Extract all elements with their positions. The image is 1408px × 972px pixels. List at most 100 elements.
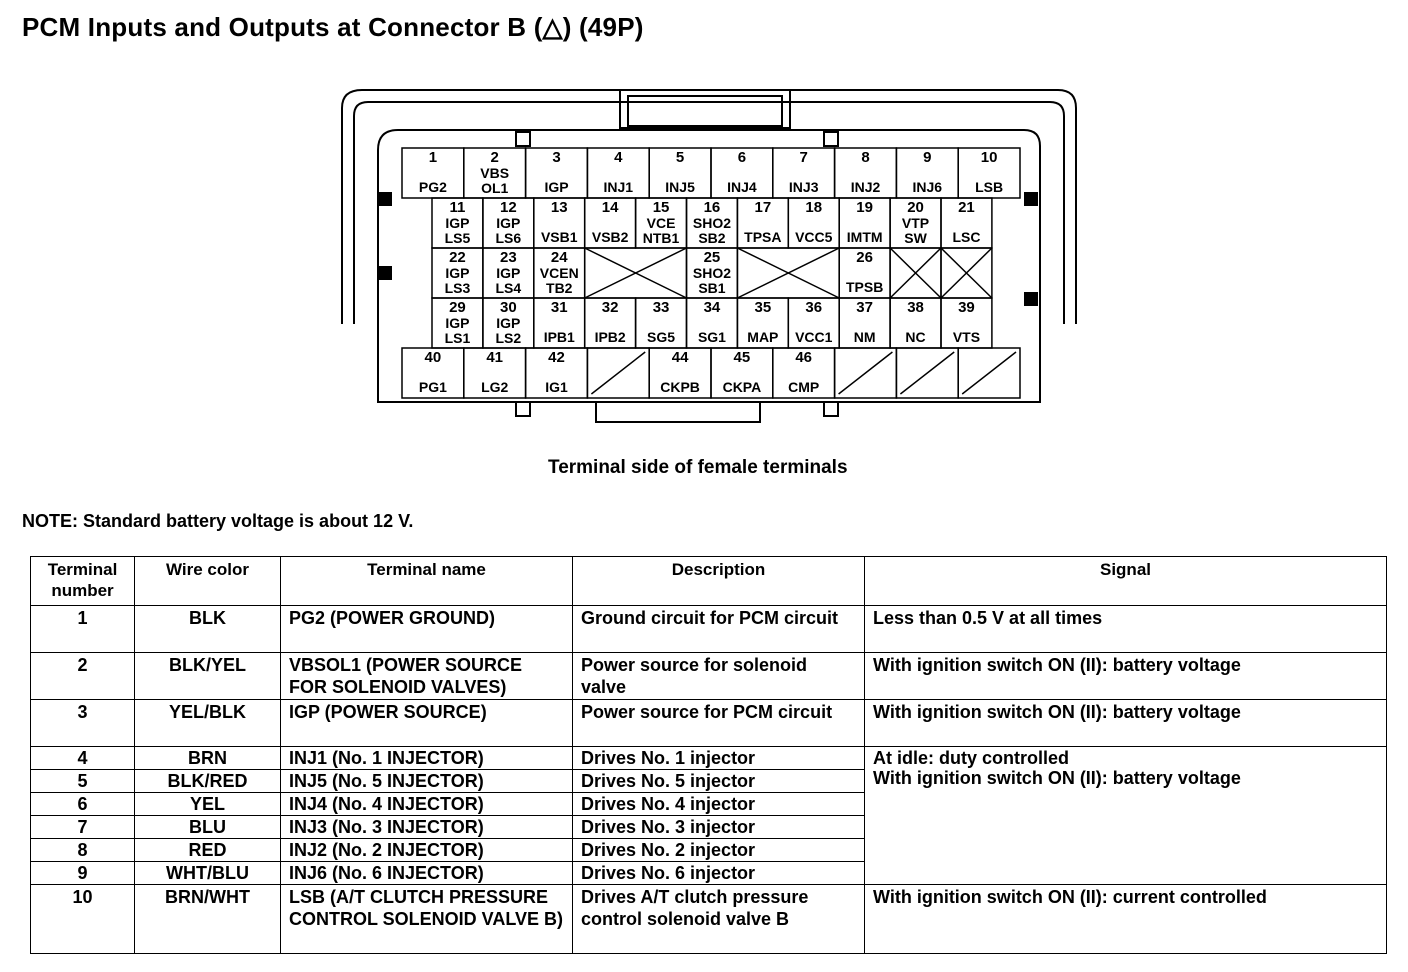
note-text: NOTE: Standard battery voltage is about … (22, 511, 414, 531)
terminal-number: 6 (30, 792, 135, 816)
unused-slash (961, 351, 1017, 395)
terminal-number-label: 3 (552, 149, 560, 166)
terminal-number-label: 2 (491, 149, 499, 166)
blank-terminal (957, 347, 1021, 399)
terminal-signal-label: OL1 (481, 180, 508, 196)
terminal-signal-label: TPSA (744, 229, 781, 245)
terminal-number-label: 30 (500, 299, 517, 316)
blank-terminal (583, 247, 688, 299)
header-wire-color: Wire color (134, 556, 281, 606)
blank-terminal (895, 347, 959, 399)
unused-cross (889, 247, 942, 299)
table-row: 4 BRN INJ1 (No. 1 INJECTOR) Drives No. 1… (30, 746, 1387, 885)
terminal-signal-label: INJ5 (665, 179, 695, 195)
terminal-number: 4 (30, 746, 135, 770)
description: Ground circuit for PCM circuit (572, 605, 865, 653)
terminal-signal-label: CKPB (660, 379, 700, 395)
terminal-signal-label: LS2 (496, 330, 522, 346)
terminal-signal-label: VCEN (540, 265, 579, 281)
terminal-number-label: 12 (500, 199, 517, 216)
blank-terminal (736, 247, 840, 299)
terminal-signal-label: LS1 (445, 330, 471, 346)
terminal-signal-label: CKPA (723, 379, 762, 395)
terminal-signal-label: IGP (496, 265, 520, 281)
terminal-signal-label: IPB2 (595, 329, 626, 345)
description: Power source for PCM circuit (572, 699, 865, 747)
terminal-signal-label: MAP (747, 329, 778, 345)
blank-terminal (889, 247, 942, 299)
terminal-number-label: 25 (704, 249, 721, 266)
terminal-number-label: 19 (856, 199, 873, 216)
terminal-cell (957, 347, 1021, 399)
wire-color: RED (134, 838, 281, 862)
table-row: 3 YEL/BLK IGP (POWER SOURCE) Power sourc… (30, 699, 1387, 747)
terminal-name: IGP (POWER SOURCE) (280, 699, 573, 747)
terminal-name: INJ3 (No. 3 INJECTOR) (280, 815, 573, 839)
description: Drives No. 6 injector (572, 861, 865, 885)
terminal-signal-label: VTS (953, 329, 980, 345)
terminal-signal-label: INJ2 (851, 179, 881, 195)
side-peg (1024, 192, 1038, 206)
terminal-number: 1 (30, 605, 135, 653)
terminal-number-label: 20 (907, 199, 924, 216)
terminal-signal-label: INJ6 (913, 179, 943, 195)
terminal-number-label: 35 (755, 299, 772, 316)
description: Drives No. 4 injector (572, 792, 865, 816)
wire-color: YEL (134, 792, 281, 816)
header-signal: Signal (864, 556, 1387, 606)
terminal-signal-label: VCE (647, 215, 676, 231)
signal: Less than 0.5 V at all times (864, 605, 1387, 653)
terminal-signal-label: LSC (952, 229, 980, 245)
terminal-number-label: 6 (738, 149, 746, 166)
key-bottom (515, 401, 531, 417)
terminal-number-label: 11 (450, 199, 466, 216)
terminal-number-label: 7 (800, 149, 808, 166)
signal: With ignition switch ON (II): current co… (864, 884, 1387, 954)
wire-color: BRN (134, 746, 281, 770)
latch-top (619, 89, 791, 129)
wire-color: BRN/WHT (134, 884, 281, 954)
terminal-signal-label: PG2 (419, 179, 447, 195)
terminal-number-label: 29 (449, 299, 466, 316)
header-description: Description (572, 556, 865, 606)
terminal-signal-label: INJ1 (604, 179, 634, 195)
table-row: 6 YEL INJ4 (No. 4 INJECTOR) Drives No. 4… (30, 792, 1387, 816)
description: Drives A/T clutch pressure control solen… (572, 884, 865, 954)
terminal-signal-label: IGP (445, 215, 469, 231)
terminal-signal-label: SW (904, 230, 927, 246)
terminal-signal-label: VCC5 (795, 229, 833, 245)
signal: With ignition switch ON (II): battery vo… (864, 652, 1387, 700)
terminal-name: INJ1 (No. 1 INJECTOR) (280, 746, 573, 770)
latch-top-inner (627, 95, 783, 127)
terminal-number-label: 34 (704, 299, 721, 316)
terminal-number-label: 14 (602, 199, 619, 216)
terminal-signal-label: LG2 (481, 379, 508, 395)
table-row: 10 BRN/WHT LSB (A/T CLUTCH PRESSURE CONT… (30, 884, 1387, 954)
unused-slash (590, 351, 646, 395)
connector-body (377, 129, 1041, 403)
terminal-signal-label: IGP (544, 179, 568, 195)
blank-terminal (940, 247, 993, 299)
terminal-signal-label: TB2 (546, 280, 573, 296)
terminal-name: INJ6 (No. 6 INJECTOR) (280, 861, 573, 885)
